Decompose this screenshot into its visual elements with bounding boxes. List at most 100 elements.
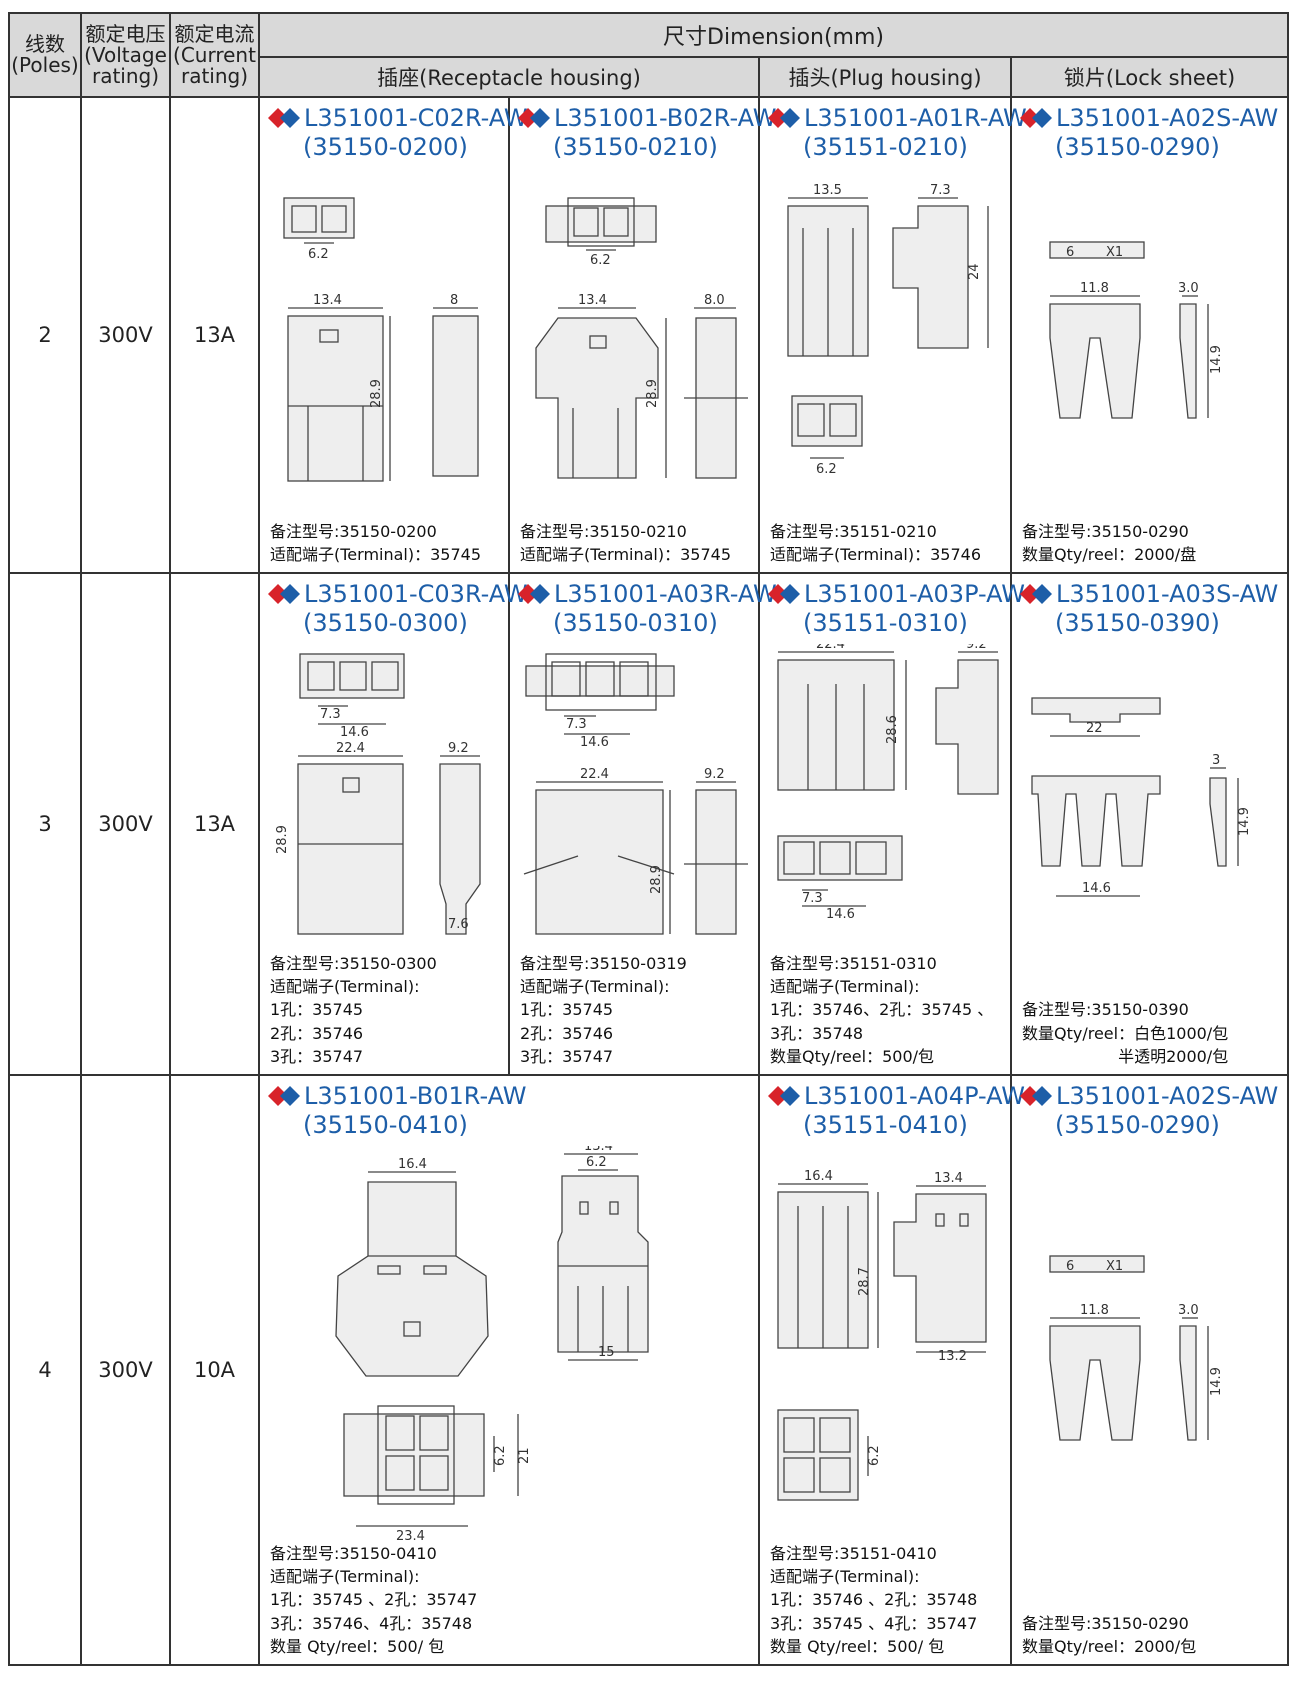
product-subcode: (35150-0210) (553, 132, 718, 161)
svg-text:14.6: 14.6 (340, 725, 369, 740)
current-value: 10A (169, 1074, 260, 1666)
header-poles: 线数(Poles) (8, 12, 82, 98)
brand-diamond-icon (1020, 584, 1052, 604)
brand-diamond-icon (768, 584, 800, 604)
svg-text:16.4: 16.4 (804, 1169, 833, 1184)
svg-text:15: 15 (598, 1345, 615, 1360)
svg-text:14.9: 14.9 (1237, 807, 1252, 836)
product-name: L351001-B02R-AW (518, 104, 776, 133)
product-cell: L351001-A03P-AW (35151-0310) 22.4 28.6 9… (758, 572, 1025, 1076)
svg-text:6: 6 (1066, 1259, 1074, 1274)
svg-text:6.2: 6.2 (493, 1445, 508, 1466)
svg-text:14.6: 14.6 (826, 907, 855, 922)
brand-diamond-icon (268, 1086, 300, 1106)
product-cell: L351001-A03S-AW (35150-0390) 22 14.6 3 1… (1009, 572, 1290, 1076)
product-name: L351001-A01R-AW (768, 104, 1027, 133)
poles-value: 3 (8, 572, 82, 1076)
svg-text:9.2: 9.2 (966, 644, 987, 652)
brand-diamond-icon (1020, 1086, 1052, 1106)
svg-text:9.2: 9.2 (704, 767, 725, 782)
receptacle-drawing: 6.2 13.4 28.9 8 (283, 196, 479, 482)
product-cell: L351001-A04P-AW (35151-0410) 16.4 28.7 1… (758, 1074, 1025, 1666)
product-subcode: (35150-0200) (303, 132, 468, 161)
product-cell: L351001-B02R-AW (35150-0210) 6.2 13.4 28… (508, 96, 776, 574)
product-name: L351001-A03R-AW (518, 580, 777, 609)
svg-text:28.9: 28.9 (645, 379, 660, 408)
row-2-poles: 2 300V 13A L351001-C02R-AW (35150-0200) … (8, 96, 1290, 574)
product-subcode: (35151-0310) (803, 608, 968, 637)
product-subcode: (35150-0300) (303, 608, 468, 637)
receptacle-drawing: 7.3 14.6 22.4 28.9 9.2 (523, 652, 748, 935)
brand-diamond-icon (268, 108, 300, 128)
receptacle-drawing: 16.4 13.4 6.2 15 6.2 21 23.4 (335, 1146, 649, 1544)
receptacle-drawing: 6.2 13.4 28.9 8.0 (535, 196, 748, 479)
product-cell: L351001-C02R-AW (35150-0200) 6.2 13.4 28… (258, 96, 528, 574)
product-cell: L351001-A01R-AW (35151-0210) 13.5 7.3 24… (758, 96, 1027, 574)
product-cell: L351001-A03R-AW (35150-0310) 7.3 14.6 22… (508, 572, 777, 1076)
svg-text:22.4: 22.4 (580, 767, 609, 782)
svg-text:22.4: 22.4 (336, 741, 365, 756)
svg-text:14.6: 14.6 (580, 735, 609, 750)
product-subcode: (35150-0290) (1055, 132, 1220, 161)
svg-text:3.0: 3.0 (1178, 1303, 1199, 1318)
poles-value: 2 (8, 96, 82, 574)
product-name: L351001-B01R-AW (268, 1082, 754, 1111)
svg-text:22: 22 (1086, 721, 1103, 736)
header-plug: 插头(Plug housing) (758, 56, 1012, 98)
svg-text:13.5: 13.5 (813, 183, 842, 198)
product-subcode: (35151-0210) (803, 132, 968, 161)
svg-text:28.9: 28.9 (275, 825, 290, 854)
product-subcode: (35150-0410) (303, 1110, 468, 1139)
product-subcode: (35150-0310) (553, 608, 718, 637)
svg-text:7.6: 7.6 (448, 917, 469, 932)
svg-text:28.6: 28.6 (885, 715, 900, 744)
voltage-value: 300V (80, 96, 171, 574)
header-lock: 锁片(Lock sheet) (1009, 56, 1290, 98)
product-subcode: (35150-0290) (1055, 1110, 1220, 1139)
svg-text:7.3: 7.3 (802, 891, 823, 906)
product-subcode: (35151-0410) (803, 1110, 968, 1139)
row-3-poles: 3 300V 13A L351001-C03R-AW (35150-0300) … (8, 572, 1290, 1076)
plug-drawing: 13.5 7.3 24 6.2 (787, 183, 989, 477)
product-name: L351001-A03P-AW (768, 580, 1025, 609)
current-value: 13A (169, 96, 260, 574)
header-receptacle: 插座(Receptacle housing) (258, 56, 760, 98)
svg-text:8: 8 (450, 293, 458, 308)
svg-text:24: 24 (967, 263, 982, 280)
svg-text:7.3: 7.3 (320, 707, 341, 722)
svg-text:6.2: 6.2 (867, 1445, 882, 1466)
header-dimension: 尺寸Dimension(mm) (257, 12, 1290, 58)
plug-drawing: 16.4 28.7 13.4 13.2 6.2 (777, 1169, 987, 1501)
svg-text:28.9: 28.9 (649, 865, 664, 894)
svg-text:X1: X1 (1106, 1259, 1123, 1274)
svg-text:7.3: 7.3 (930, 183, 951, 198)
svg-text:23.4: 23.4 (396, 1529, 425, 1544)
product-cell: L351001-B01R-AW (35150-0410) 16.4 13.4 6… (258, 1074, 760, 1666)
svg-text:3: 3 (1212, 753, 1220, 768)
svg-text:6.2: 6.2 (816, 462, 837, 477)
svg-text:11.8: 11.8 (1080, 281, 1109, 296)
brand-diamond-icon (518, 108, 550, 128)
brand-diamond-icon (768, 108, 800, 128)
svg-text:X1: X1 (1106, 245, 1123, 260)
product-name: L351001-A02S-AW (1020, 104, 1283, 133)
svg-text:3.0: 3.0 (1178, 281, 1199, 296)
